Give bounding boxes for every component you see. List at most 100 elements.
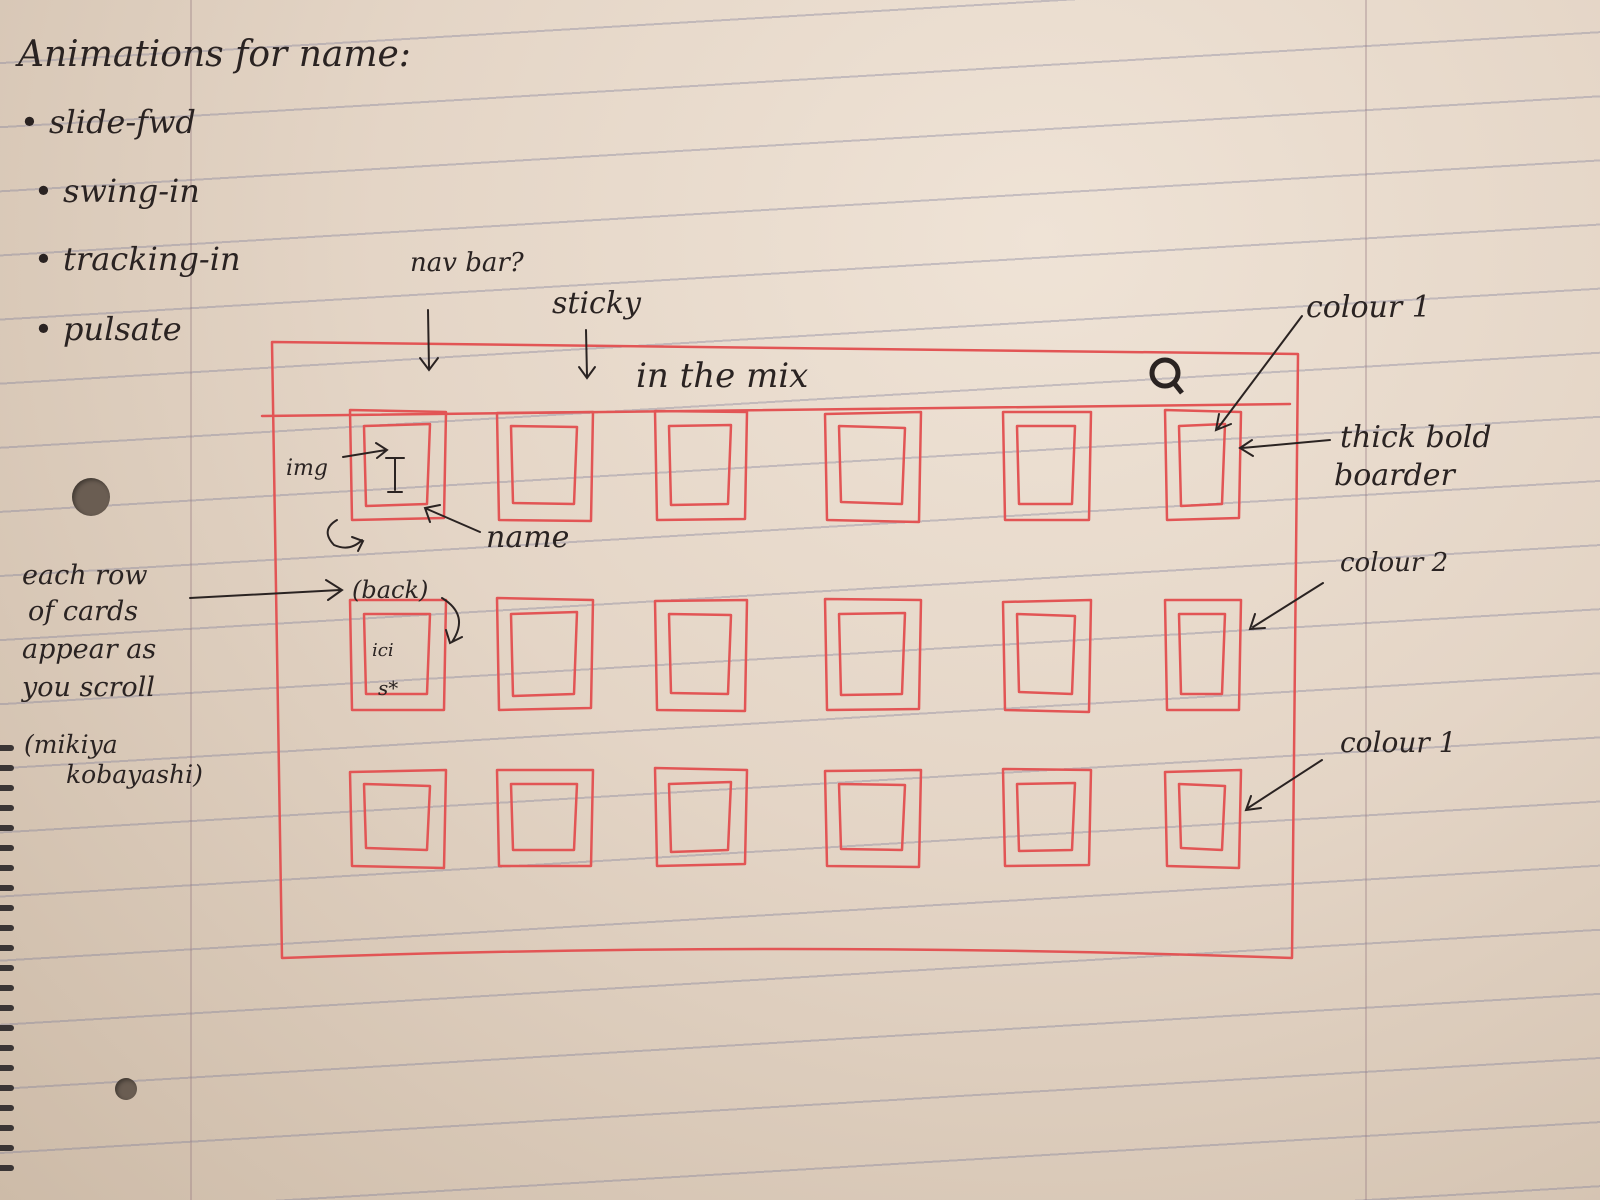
card-inner-frame <box>837 424 907 506</box>
card-inner-frame <box>667 780 733 854</box>
page-frame <box>270 340 1300 960</box>
name-label: name <box>486 520 570 555</box>
magnifier-icon <box>1149 357 1184 395</box>
navbar-note: nav bar? <box>410 248 524 278</box>
card-inner-frame <box>837 782 907 852</box>
scroll-note-line-5: (mikiya <box>24 730 118 759</box>
punch-hole-bottom <box>115 1078 137 1100</box>
spiral-ring <box>0 785 14 791</box>
scroll-note-line-6: kobayashi) <box>66 760 203 789</box>
card-back-line-2: s* <box>378 676 399 700</box>
navbar-arrow <box>419 309 439 372</box>
card-inner-frame <box>362 782 432 852</box>
scroll-note-line-1: each row <box>22 560 148 591</box>
spiral-ring <box>0 965 14 971</box>
spiral-ring <box>0 1065 14 1071</box>
card-back-line-1: ici <box>372 640 394 661</box>
card-inner-frame <box>667 423 733 507</box>
margin-line-right <box>1365 0 1367 1200</box>
flip-arrow <box>326 519 365 552</box>
spiral-ring <box>0 925 14 931</box>
colour2-arrow <box>1248 582 1324 631</box>
card-outer-border <box>495 410 595 523</box>
spiral-ring <box>0 1085 14 1091</box>
img-arrow <box>342 442 389 459</box>
animation-label: swing-in <box>63 172 200 210</box>
colour1-top-arrow <box>1214 315 1303 432</box>
cocktail-glass-icon <box>385 457 405 493</box>
sticky-arrow <box>578 329 596 380</box>
scroll-note-line-3: appear as <box>22 634 157 665</box>
animation-item-pulsate: • pulsate <box>34 310 182 348</box>
card-inner-frame <box>667 612 733 696</box>
card-inner-frame <box>509 782 579 852</box>
card-outer-border <box>653 598 749 713</box>
animations-heading: Animations for name: <box>18 34 411 75</box>
card-outer-border <box>1001 410 1093 522</box>
animation-label: slide-fwd <box>49 103 196 141</box>
scroll-note-line-2: of cards <box>28 596 139 627</box>
card-outer-border <box>653 766 749 868</box>
card-inner-frame <box>362 612 432 696</box>
card-outer-border <box>823 768 923 869</box>
card-inner-frame <box>1177 782 1227 852</box>
card-inner-frame <box>837 611 907 697</box>
card-inner-frame <box>1015 781 1077 853</box>
spiral-ring <box>0 865 14 871</box>
spiral-ring <box>0 845 14 851</box>
card-inner-frame <box>509 424 579 506</box>
spiral-ring <box>0 1005 14 1011</box>
card-outer-border <box>1163 408 1243 522</box>
back-label: (back) <box>352 576 429 604</box>
card-inner-frame <box>1015 612 1077 696</box>
card-outer-border <box>1001 598 1093 714</box>
spiral-ring <box>0 1165 14 1171</box>
back-curve-arrow <box>441 597 463 645</box>
card-inner-frame <box>1177 612 1227 696</box>
card-outer-border <box>1001 767 1093 868</box>
navbar-divider <box>260 402 1292 418</box>
card-inner-frame <box>1177 422 1227 508</box>
card-outer-border <box>823 410 923 524</box>
colour-2-note: colour 2 <box>1340 548 1449 578</box>
margin-line-left <box>190 0 192 1200</box>
card-outer-border <box>495 596 595 712</box>
card-outer-border <box>1163 598 1243 712</box>
spiral-ring <box>0 1125 14 1131</box>
spiral-ring <box>0 885 14 891</box>
spiral-ring <box>0 1025 14 1031</box>
scroll-note-line-4: you scroll <box>22 672 155 703</box>
card-outer-border <box>348 408 448 522</box>
card-outer-border <box>653 409 749 522</box>
spiral-ring <box>0 1045 14 1051</box>
border-note-line-2: boarder <box>1334 458 1455 493</box>
border-arrow <box>1238 439 1331 457</box>
card-inner-frame <box>362 422 432 508</box>
spiral-ring <box>0 945 14 951</box>
animation-item-slide-fwd: • slide-fwd <box>20 103 196 141</box>
colour-1-bottom-note: colour 1 <box>1340 726 1457 759</box>
card-outer-border <box>348 598 448 712</box>
animation-item-tracking-in: • tracking-in <box>34 240 241 278</box>
card-outer-border <box>823 597 923 712</box>
site-title: in the mix <box>636 356 809 396</box>
card-outer-border <box>495 768 595 868</box>
spiral-ring <box>0 905 14 911</box>
card-inner-frame <box>509 610 579 698</box>
animation-label: tracking-in <box>63 240 241 278</box>
spiral-ring <box>0 745 14 751</box>
scroll-note-arrow <box>189 579 344 601</box>
spiral-ring <box>0 1105 14 1111</box>
spiral-ring <box>0 985 14 991</box>
name-arrow <box>423 504 481 533</box>
card-inner-frame <box>1015 424 1077 506</box>
border-note-line-1: thick bold <box>1340 420 1492 455</box>
img-label: img <box>286 456 328 481</box>
punch-hole-top <box>72 478 110 516</box>
card-outer-border <box>348 768 448 870</box>
sticky-note: sticky <box>552 286 641 321</box>
spiral-ring <box>0 805 14 811</box>
colour1-bottom-arrow <box>1244 759 1323 812</box>
